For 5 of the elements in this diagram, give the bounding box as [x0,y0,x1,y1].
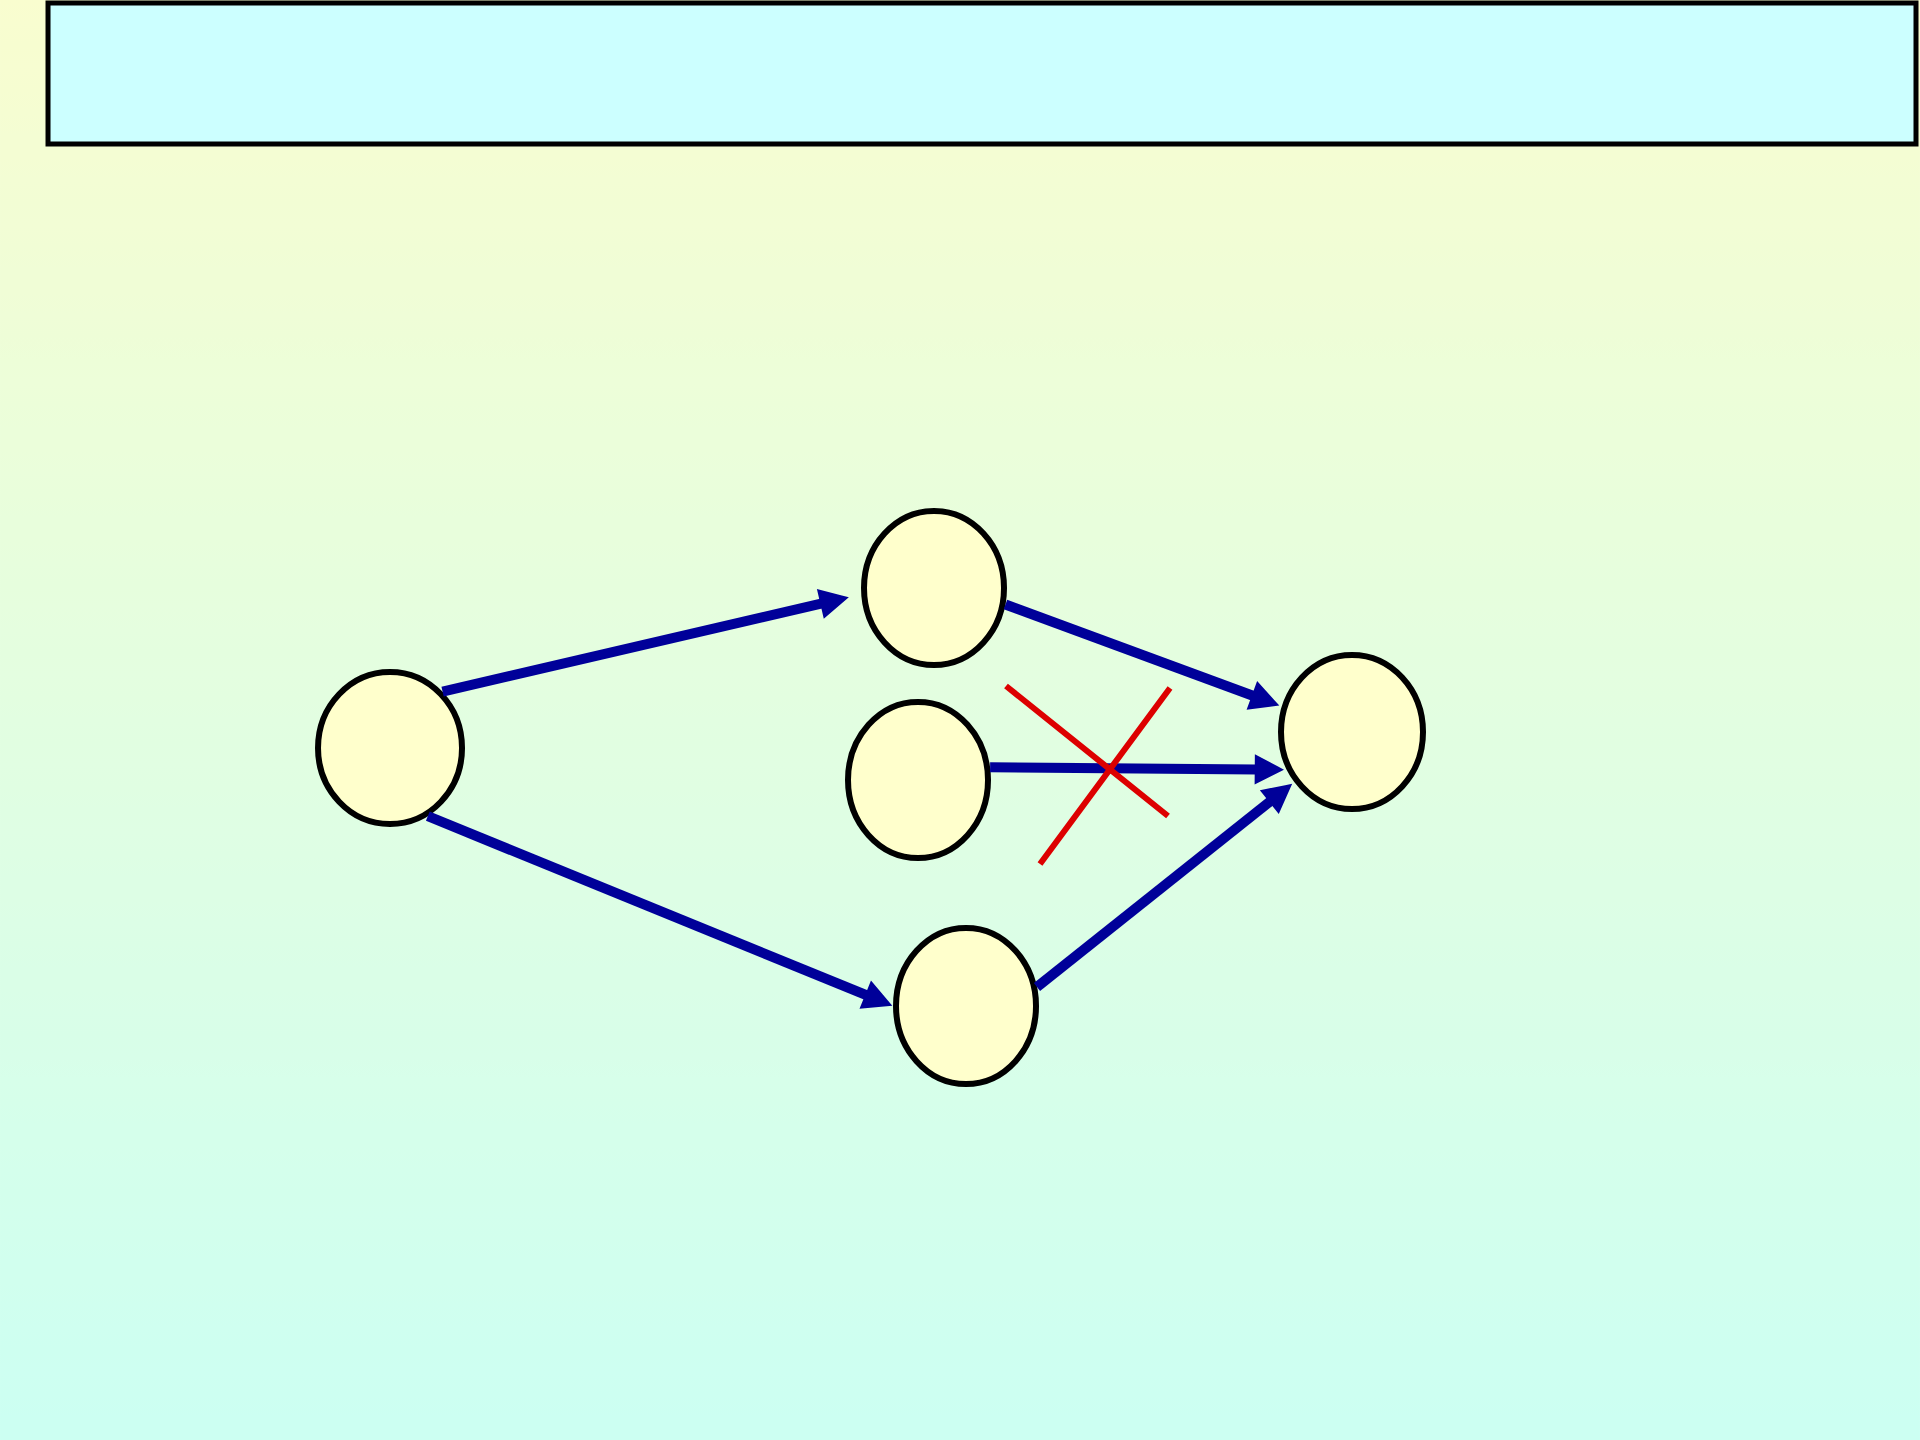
circle-node [315,669,465,827]
circle-node [1278,652,1426,812]
circle-node [861,508,1007,668]
circle-node [845,699,991,861]
circle-node [893,925,1039,1087]
